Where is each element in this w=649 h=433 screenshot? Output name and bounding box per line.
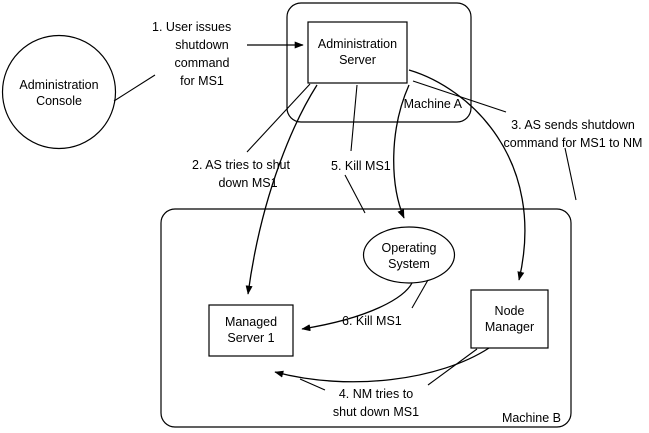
machine-b-label: Machine B	[502, 411, 561, 425]
leader-line-step5	[350, 84, 358, 152]
admin-console-circle	[1, 34, 117, 150]
node-manager-label-line1: Node	[495, 304, 525, 318]
step-3-label: 3. AS sends shutdown command for MS1 to …	[504, 118, 643, 150]
step-1-line-2: shutdown	[175, 38, 229, 52]
machine-a-label: Machine A	[404, 97, 463, 111]
node-manager-box	[470, 289, 549, 349]
arrow-step5-admin-server-to-operating-system	[393, 84, 410, 219]
step-5-line-1: 5. Kill MS1	[331, 159, 391, 173]
managed-server-label-line2: Server 1	[227, 331, 274, 345]
arrow-step3-admin-server-to-node-manager	[408, 69, 526, 281]
step-6-label: 6. Kill MS1	[342, 314, 402, 328]
managed-server-box	[208, 304, 294, 357]
machine-a-boundary	[286, 2, 472, 123]
machine-b-boundary	[160, 208, 572, 428]
operating-system-ellipse	[362, 226, 456, 284]
leader-line-step1	[113, 74, 156, 102]
step-4-line-1: 4. NM tries to	[339, 387, 413, 401]
admin-console-label-line2: Console	[36, 94, 82, 108]
leader-line-step6	[411, 279, 429, 309]
managed-server-label-line1: Managed	[225, 315, 277, 329]
leader-line-step3b	[564, 147, 577, 201]
admin-console-node[interactable]: Administration Console	[1, 34, 117, 150]
machine-b-container: Machine B	[160, 208, 572, 428]
step-1-line-3: command	[175, 56, 230, 70]
step-4-line-2: shut down MS1	[333, 405, 419, 419]
operating-system-label-line2: System	[388, 257, 430, 271]
operating-system-node[interactable]: Operating System	[362, 226, 456, 284]
admin-server-label-line1: Administration	[318, 37, 397, 51]
machine-a-container: Machine A	[286, 2, 472, 123]
arrow-step2-admin-server-to-managed-server	[245, 84, 318, 295]
arrow-step6-operating-system-to-managed-server	[301, 282, 413, 332]
step-2-line-2: down MS1	[218, 176, 277, 190]
node-manager-label-line2: Manager	[485, 320, 534, 334]
step-6-line-1: 6. Kill MS1	[342, 314, 402, 328]
admin-console-label-line1: Administration	[19, 78, 98, 92]
step-3-line-1: 3. AS sends shutdown	[511, 118, 635, 132]
step-3-line-2: command for MS1 to NM	[504, 136, 643, 150]
admin-server-label-line2: Server	[339, 53, 376, 67]
admin-server-box	[307, 21, 408, 84]
step-2-line-1: 2. AS tries to shut	[192, 158, 290, 172]
managed-server-node[interactable]: Managed Server 1	[208, 304, 294, 357]
leader-line-step2	[246, 83, 311, 153]
admin-server-node[interactable]: Administration Server	[307, 21, 408, 84]
arrow-step4-node-manager-to-managed-server	[274, 347, 490, 383]
operating-system-label-line1: Operating	[382, 241, 437, 255]
node-manager-node[interactable]: Node Manager	[470, 289, 549, 349]
step-4-label: 4. NM tries to shut down MS1	[333, 387, 419, 419]
leader-line-step3	[412, 80, 507, 113]
step-1-line-4: for MS1	[180, 74, 224, 88]
leader-line-step4b	[299, 378, 326, 391]
step-1-line-1: 1. User issues	[152, 20, 231, 34]
step-5-label: 5. Kill MS1	[331, 159, 391, 173]
leader-line-step5b	[344, 174, 366, 214]
leader-line-step4	[427, 348, 478, 386]
step-2-label: 2. AS tries to shut down MS1	[192, 158, 290, 190]
step-1-label: 1. User issues shutdown command for MS1	[152, 20, 231, 88]
